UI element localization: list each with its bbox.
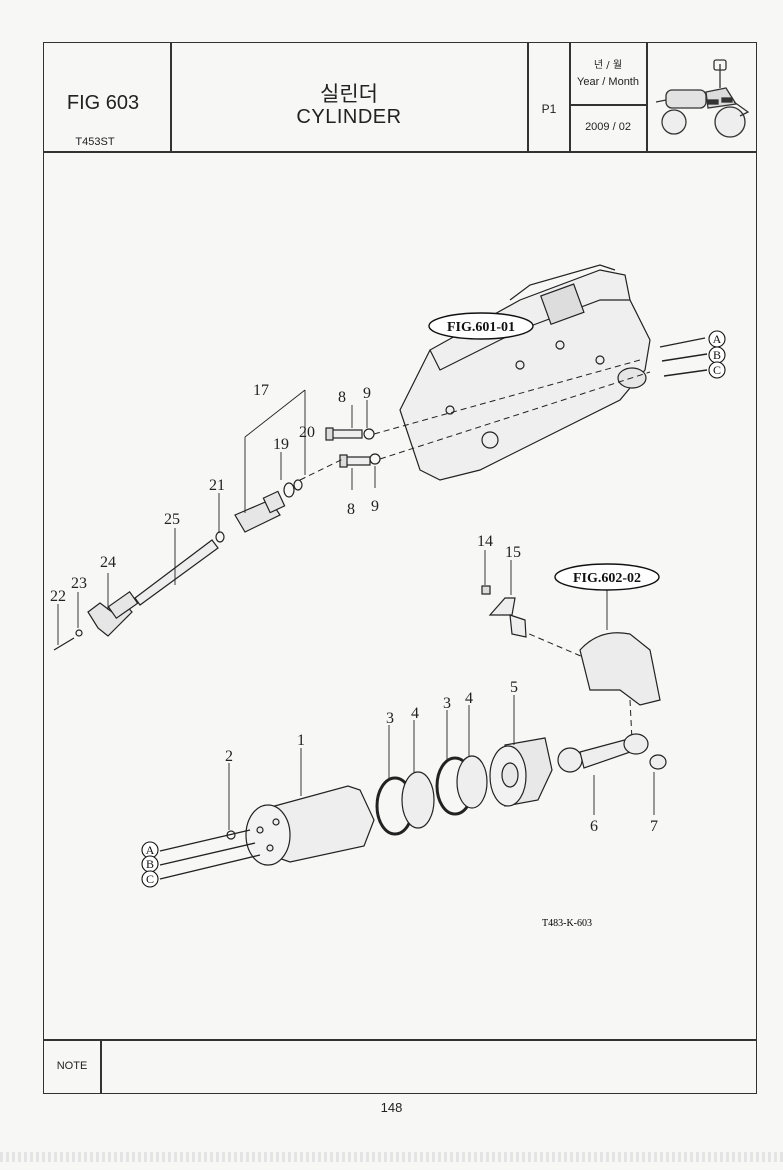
- header-divider: [43, 151, 757, 153]
- callout-5: 5: [510, 679, 518, 696]
- pin-7: [649, 754, 667, 770]
- callout-8: 8: [347, 501, 355, 518]
- year-month-label: Year / Month: [577, 76, 639, 88]
- page-number: 148: [380, 1100, 403, 1115]
- ref-label-601: FIG.601-01: [447, 320, 515, 335]
- callout-17: 17: [253, 382, 269, 399]
- pin-15: [488, 597, 527, 638]
- callout-3: 3: [443, 695, 451, 712]
- callout-21: 21: [209, 477, 225, 494]
- rod-25: [134, 539, 219, 606]
- port-label-b: B: [146, 857, 154, 871]
- callout-1: 1: [297, 732, 305, 749]
- exploded-parts-diagram: FIG.601-01 FIG.602-02 A B C A B C 1 2 3 …: [50, 264, 726, 929]
- scan-artifact-strip: [0, 1152, 783, 1162]
- callout-15: 15: [505, 544, 521, 561]
- callout-19: 19: [273, 436, 289, 453]
- port-label-a: A: [713, 332, 722, 346]
- ring-4b: [456, 755, 488, 809]
- drawing-code: T483-K-603: [542, 918, 592, 929]
- model-code: T453ST: [75, 136, 115, 148]
- year-month-value: 2009 / 02: [585, 121, 631, 133]
- page-frame: [43, 42, 757, 1094]
- header-col-divider: [569, 42, 571, 152]
- page-label: P1: [541, 102, 557, 116]
- washer-9-upper: [363, 428, 375, 440]
- year-month-label-korean: 년 / 월: [593, 60, 623, 71]
- ref-fig-602-02: FIG.602-02: [554, 563, 660, 591]
- ring-4: [401, 771, 435, 829]
- lever-housing: [579, 632, 661, 706]
- bolt-8-upper: [325, 427, 363, 441]
- header-col-divider: [170, 42, 172, 152]
- header-col-divider: [527, 42, 529, 152]
- ref-fig-601-01: FIG.601-01: [428, 312, 534, 340]
- callout-23: 23: [71, 575, 87, 592]
- note-label: NOTE: [56, 1060, 88, 1072]
- callout-7: 7: [650, 818, 658, 835]
- bolt-14: [481, 585, 491, 595]
- title-english: CYLINDER: [296, 106, 402, 128]
- transmission-housing: [399, 264, 651, 481]
- washer-23: [75, 629, 83, 637]
- callout-8: 8: [338, 389, 346, 406]
- callout-2: 2: [225, 748, 233, 765]
- port-label-c: C: [713, 363, 721, 377]
- callout-25: 25: [164, 511, 180, 528]
- screw-22: [53, 637, 75, 651]
- callout-20: 20: [299, 424, 315, 441]
- callout-9: 9: [371, 498, 379, 515]
- header-row-divider: [570, 104, 646, 106]
- callout-3: 3: [386, 710, 394, 727]
- ref-label-602: FIG.602-02: [573, 571, 641, 586]
- note-col-divider: [100, 1039, 102, 1094]
- callout-6: 6: [590, 818, 598, 835]
- callout-22: 22: [50, 588, 66, 605]
- callout-24: 24: [100, 554, 116, 571]
- connecting-rod-6: [557, 733, 649, 773]
- title-korean: 실린더: [320, 82, 378, 106]
- bolt-8-lower: [339, 454, 371, 468]
- tractor-thumbnail: [655, 59, 750, 138]
- fig-number: FIG 603: [66, 92, 140, 114]
- washer-9-lower: [369, 453, 381, 465]
- port-label-c: C: [146, 872, 154, 886]
- header-col-divider: [646, 42, 648, 152]
- cylinder-1: [245, 785, 375, 866]
- control-valve-spool: [215, 479, 303, 543]
- callout-4: 4: [465, 690, 473, 707]
- handle-24: [87, 590, 139, 637]
- callout-4: 4: [411, 705, 419, 722]
- callout-9: 9: [363, 385, 371, 402]
- callout-14: 14: [477, 533, 493, 550]
- piston-5: [489, 737, 553, 807]
- port-label-a: A: [146, 843, 155, 857]
- port-label-b: B: [713, 348, 721, 362]
- note-divider: [43, 1039, 757, 1041]
